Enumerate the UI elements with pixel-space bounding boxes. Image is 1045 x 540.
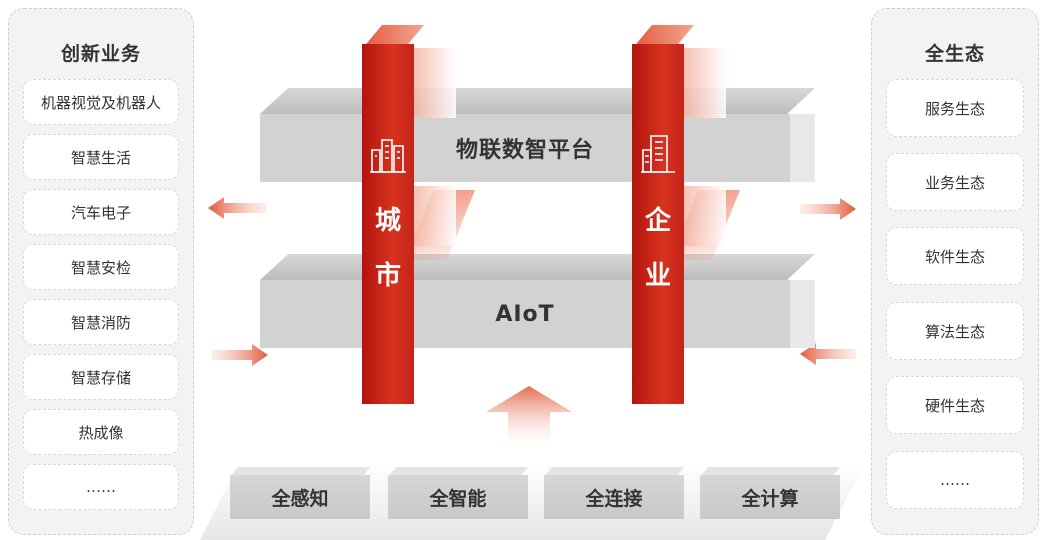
left-item-smart-security: 智慧安检 [23, 244, 179, 290]
enterprise-pillar-char-2: 业 [644, 261, 671, 291]
left-item-more: …… [23, 464, 179, 510]
arrow-out-left-upper-icon [208, 197, 266, 219]
foundation-full-computing: 全计算 [700, 475, 840, 519]
arrow-in-left-lower-icon [212, 344, 268, 366]
lower-platform-top [260, 254, 815, 280]
right-item-more: …… [886, 451, 1024, 509]
arrow-out-right-upper-icon [800, 198, 856, 220]
city-buildings-icon [362, 134, 414, 174]
right-item-service-eco: 服务生态 [886, 79, 1024, 137]
innovation-business-panel: 创新业务 机器视觉及机器人 智慧生活 汽车电子 智慧安检 智慧消防 智慧存储 热… [8, 8, 194, 535]
office-building-icon [632, 132, 684, 174]
enterprise-pillar [632, 44, 684, 404]
enterprise-pillar-shade [684, 48, 726, 118]
block-cap-connectivity [544, 467, 684, 477]
upper-platform-side [787, 114, 815, 182]
block-cap-computing [700, 467, 840, 477]
left-item-machine-vision: 机器视觉及机器人 [23, 79, 179, 125]
right-item-hardware-eco: 硬件生态 [886, 376, 1024, 434]
city-pillar [362, 44, 414, 404]
right-item-business-eco: 业务生态 [886, 153, 1024, 211]
city-pillar-shade [414, 48, 456, 118]
city-pillar-char-1: 城 [374, 206, 401, 236]
left-item-auto-electronics: 汽车电子 [23, 189, 179, 235]
enterprise-pillar-shade-lower [684, 186, 726, 246]
right-item-algorithm-eco: 算法生态 [886, 302, 1024, 360]
innovation-business-title: 创新业务 [60, 43, 141, 65]
aiot-platform-label: AIoT [260, 280, 790, 348]
lower-platform-side [787, 280, 815, 348]
arrow-up-icon [486, 386, 572, 446]
block-cap-intelligence [388, 467, 528, 477]
city-pillar-char-2: 市 [374, 261, 401, 291]
foundation-full-intelligence: 全智能 [388, 475, 528, 519]
arrow-in-right-lower-icon [800, 343, 856, 365]
upper-platform-top [260, 88, 815, 114]
left-item-smart-life: 智慧生活 [23, 134, 179, 180]
right-item-software-eco: 软件生态 [886, 227, 1024, 285]
left-item-smart-storage: 智慧存储 [23, 354, 179, 400]
ecosystem-title: 全生态 [924, 43, 985, 65]
block-cap-perception [230, 467, 370, 477]
upper-platform-label: 物联数智平台 [260, 114, 790, 182]
left-item-thermal-imaging: 热成像 [23, 409, 179, 455]
city-pillar-shade-lower [414, 186, 456, 246]
ecosystem-panel: 全生态 服务生态 业务生态 软件生态 算法生态 硬件生态 …… [871, 8, 1039, 535]
foundation-full-perception: 全感知 [230, 475, 370, 519]
left-item-smart-fire: 智慧消防 [23, 299, 179, 345]
foundation-full-connectivity: 全连接 [544, 475, 684, 519]
enterprise-pillar-char-1: 企 [644, 206, 671, 236]
